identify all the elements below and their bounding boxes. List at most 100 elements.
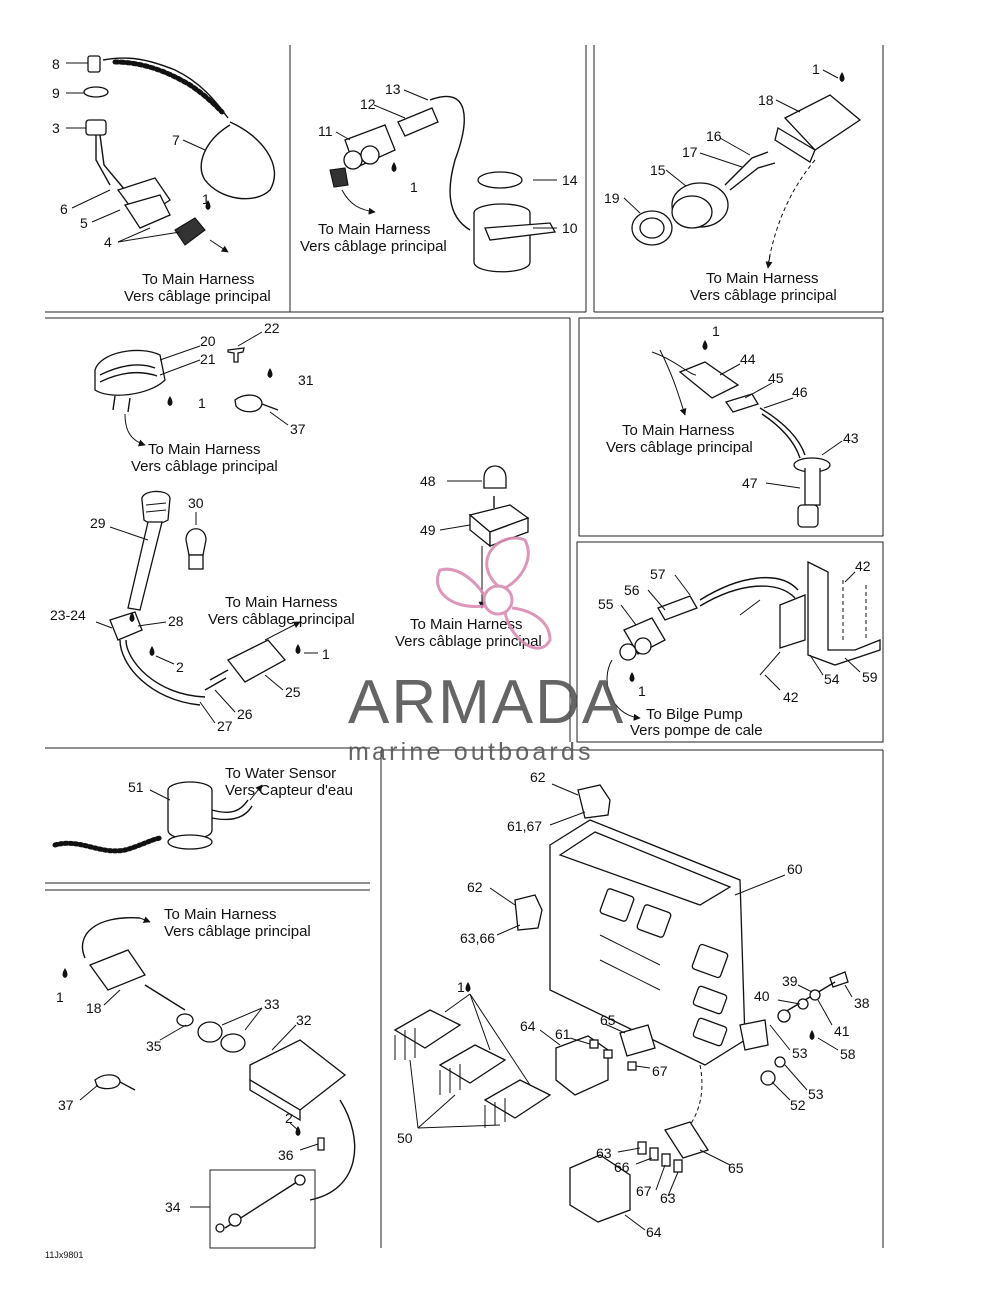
caption-to-main-harness: To Main Harness [225, 594, 338, 611]
callout-16: 16 [706, 128, 722, 144]
callout-47: 47 [742, 475, 758, 491]
callout-5: 5 [80, 215, 88, 231]
callout-66: 66 [614, 1159, 630, 1175]
callout-32: 32 [296, 1012, 312, 1028]
callout-55: 55 [598, 596, 614, 612]
callout-62b: 62 [467, 879, 483, 895]
panel-7-water-sensor: 51 To Water Sensor Vers Capteur d'eau [52, 765, 353, 854]
callout-18: 18 [758, 92, 774, 108]
armada-watermark: ARMADA marine outboards [348, 536, 625, 766]
callout-33: 33 [264, 996, 280, 1012]
callout-50: 50 [397, 1130, 413, 1146]
callout-59: 59 [862, 669, 878, 685]
callout-63b: 63 [660, 1190, 676, 1206]
callout-41: 41 [834, 1023, 850, 1039]
callout-43: 43 [843, 430, 859, 446]
callout-12: 12 [360, 96, 376, 112]
callout-58: 58 [840, 1046, 856, 1062]
callout-3: 3 [52, 120, 60, 136]
drawing-code: 11Jx9801 [45, 1250, 83, 1260]
callout-61-67: 61,67 [507, 818, 542, 834]
watermark-brand: ARMADA [348, 668, 625, 737]
caption-to-main-harness: To Main Harness [142, 271, 255, 288]
callout-15: 15 [650, 162, 666, 178]
callout-1: 1 [712, 323, 720, 339]
callout-31: 31 [298, 372, 314, 388]
callout-52: 52 [790, 1097, 806, 1113]
caption-vers-cablage: Vers câblage principal [131, 458, 278, 475]
callout-64a: 64 [520, 1018, 536, 1034]
callout-2: 2 [176, 659, 184, 675]
caption-to-main-harness: To Main Harness [318, 221, 431, 238]
caption-to-water-sensor: To Water Sensor [225, 765, 336, 782]
callout-27: 27 [217, 718, 233, 734]
callout-61: 61 [555, 1026, 571, 1042]
callout-42b: 42 [783, 689, 799, 705]
callout-49: 49 [420, 522, 436, 538]
callout-60: 60 [787, 861, 803, 877]
callout-20: 20 [200, 333, 216, 349]
panel-2-fuel-sender: 13 12 11 1 14 10 To Main Harness Vers câ… [300, 81, 578, 273]
callout-51: 51 [128, 779, 144, 795]
callout-34: 34 [165, 1199, 181, 1215]
caption-vers-cablage: Vers câblage principal [395, 633, 542, 650]
panel-4-lights-switch: 20 21 22 31 1 37 To Main Harness Vers câ… [50, 320, 542, 734]
callout-53a: 53 [792, 1045, 808, 1061]
callout-40: 40 [754, 988, 770, 1004]
caption-vers-cablage: Vers câblage principal [690, 287, 837, 304]
callout-35: 35 [146, 1038, 162, 1054]
callout-29: 29 [90, 515, 106, 531]
callout-21: 21 [200, 351, 216, 367]
callout-7: 7 [172, 132, 180, 148]
caption-vers-cablage: Vers câblage principal [124, 288, 271, 305]
callout-65b: 65 [728, 1160, 744, 1176]
callout-44: 44 [740, 351, 756, 367]
caption-vers-cablage: Vers câblage principal [164, 923, 311, 940]
callout-9: 9 [52, 85, 60, 101]
callout-53b: 53 [808, 1086, 824, 1102]
callout-1: 1 [638, 683, 646, 699]
callout-56: 56 [624, 582, 640, 598]
caption-vers-cablage: Vers câblage principal [208, 611, 355, 628]
callout-1b: 1 [322, 646, 330, 662]
callout-1: 1 [812, 61, 820, 77]
callout-30: 30 [188, 495, 204, 511]
callout-1: 1 [410, 179, 418, 195]
callout-48: 48 [420, 473, 436, 489]
caption-to-main-harness: To Main Harness [164, 906, 277, 923]
callout-65a: 65 [600, 1012, 616, 1028]
callout-54: 54 [824, 671, 840, 687]
callout-64b: 64 [646, 1224, 662, 1240]
callout-1: 1 [457, 979, 465, 995]
caption-to-main-harness: To Main Harness [148, 441, 261, 458]
callout-4: 4 [104, 234, 112, 250]
callout-11: 11 [318, 123, 333, 139]
callout-25: 25 [285, 684, 301, 700]
callout-42a: 42 [855, 558, 871, 574]
callout-10: 10 [562, 220, 578, 236]
callout-1: 1 [198, 395, 206, 411]
callout-22: 22 [264, 320, 280, 336]
callout-37: 37 [58, 1097, 74, 1113]
callout-1: 1 [202, 191, 210, 207]
callout-67b: 67 [636, 1183, 652, 1199]
callout-63a: 63 [596, 1145, 612, 1161]
caption-vers-cablage: Vers câblage principal [300, 238, 447, 255]
callout-45: 45 [768, 370, 784, 386]
callout-2: 2 [285, 1110, 293, 1126]
panel-1-sender-harness: 8 9 3 7 6 5 1 4 To Main Harness Vers câb… [52, 55, 276, 305]
callout-6: 6 [60, 201, 68, 217]
caption-to-main-harness: To Main Harness [622, 422, 735, 439]
callout-17: 17 [682, 144, 698, 160]
callout-38: 38 [854, 995, 870, 1011]
callout-67a: 67 [652, 1063, 668, 1079]
propeller-logo [435, 536, 552, 650]
callout-1: 1 [56, 989, 64, 1005]
caption-vers-pompe: Vers pompe de cale [630, 722, 763, 739]
watermark-tagline: marine outboards [348, 738, 594, 766]
callout-37: 37 [290, 421, 306, 437]
caption-vers-capteur: Vers Capteur d'eau [225, 782, 353, 799]
panel-8-horn: 1 18 33 32 35 37 2 36 34 To Main Harness… [56, 906, 356, 1249]
callout-39: 39 [782, 973, 798, 989]
